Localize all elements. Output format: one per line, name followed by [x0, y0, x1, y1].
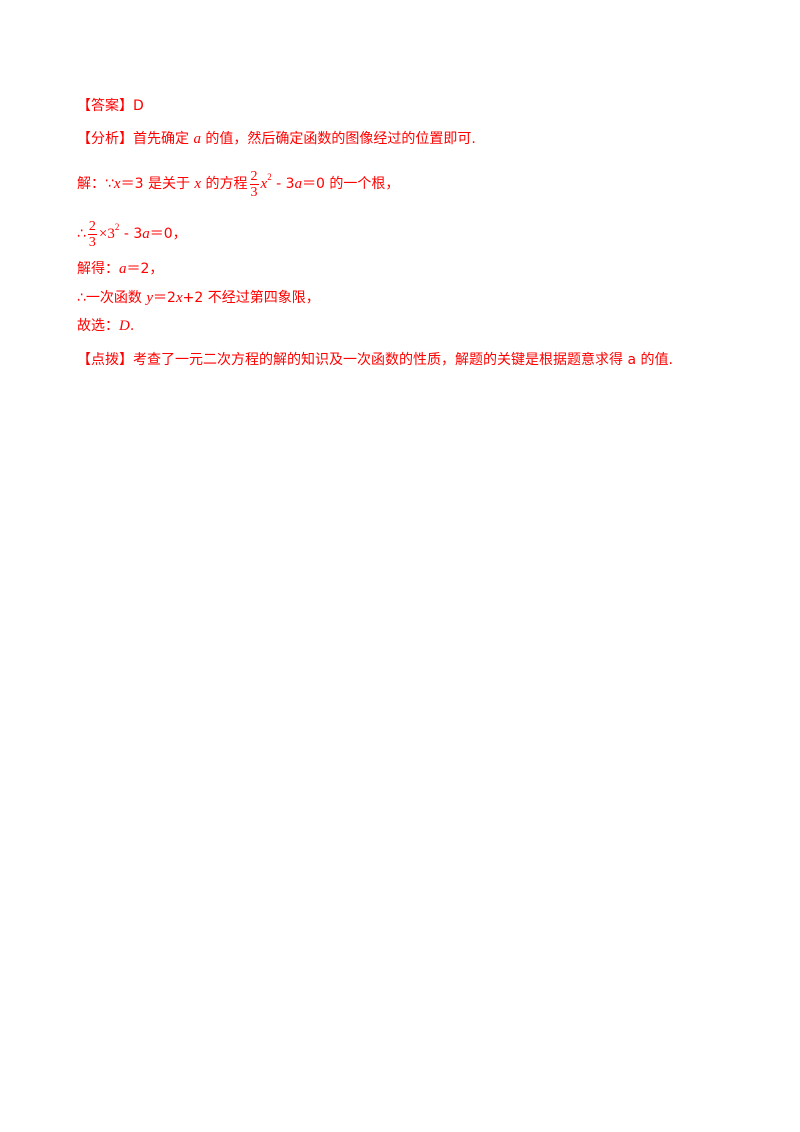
solution-line-3: 解得：a＝2，: [77, 259, 163, 279]
equation-text: 的方程: [201, 176, 248, 192]
tip-line: 【点拨】考查了一元二次方程的解的知识及一次函数的性质，解题的关键是根据题意求得 …: [77, 350, 673, 370]
equals-zero-root: ＝0 的一个根，: [302, 176, 400, 192]
equals-two: ＝2，: [126, 261, 164, 277]
fraction-denominator: 3: [88, 234, 96, 250]
var-x: x: [175, 290, 183, 306]
exponent: 2: [267, 172, 272, 182]
var-a: a: [142, 226, 150, 242]
quadrant-text: +2 不经过第四象限，: [182, 290, 320, 306]
var-a: a: [294, 176, 303, 192]
tip-text: 考查了一元二次方程的解的知识及一次函数的性质，解题的关键是根据题意求得 a 的值…: [133, 352, 673, 368]
analysis-text-a: 首先确定: [133, 131, 189, 147]
solution-prefix: 解：: [77, 176, 105, 192]
because-symbol: ∵: [105, 176, 114, 192]
therefore-symbol: ∴: [77, 290, 86, 306]
choice-value: D: [119, 318, 130, 334]
minus-three: - 3: [119, 226, 143, 242]
tip-label: 【点拨】: [77, 352, 133, 368]
analysis-var-a: a: [193, 131, 201, 147]
var-x: x: [113, 176, 121, 192]
times-three: ×3: [98, 226, 115, 242]
fraction-denominator: 3: [250, 184, 258, 200]
fraction-numerator: 2: [249, 168, 259, 185]
choice-prefix: 故选：: [77, 318, 119, 334]
answer-label: 【答案】: [77, 98, 133, 114]
var-y: y: [146, 290, 154, 306]
var-x-squared-base: x: [260, 176, 268, 192]
equals-two: ＝2: [153, 290, 176, 306]
analysis-text-b: 的值，然后确定函数的图像经过的位置即可.: [205, 131, 476, 147]
solution-line-4: ∴一次函数 y＝2x+2 不经过第四象限，: [77, 288, 320, 308]
linear-function-text: 一次函数: [85, 290, 147, 306]
exponent: 2: [114, 222, 120, 232]
fraction-numerator: 2: [87, 218, 97, 235]
var-a: a: [119, 261, 127, 277]
therefore-symbol: ∴: [77, 226, 86, 242]
minus-three: - 3: [271, 176, 295, 192]
equals-three-text: ＝3 是关于: [120, 176, 190, 192]
analysis-line: 【分析】首先确定 a 的值，然后确定函数的图像经过的位置即可.: [77, 129, 476, 149]
solution-line-5: 故选：D.: [77, 316, 134, 336]
analysis-label: 【分析】: [77, 131, 133, 147]
equals-zero: ＝0，: [149, 226, 187, 242]
solved-prefix: 解得：: [77, 261, 119, 277]
answer-value: D: [133, 98, 144, 114]
choice-end: .: [129, 318, 135, 334]
answer-line: 【答案】D: [77, 96, 144, 116]
var-x-2: x: [194, 176, 202, 192]
